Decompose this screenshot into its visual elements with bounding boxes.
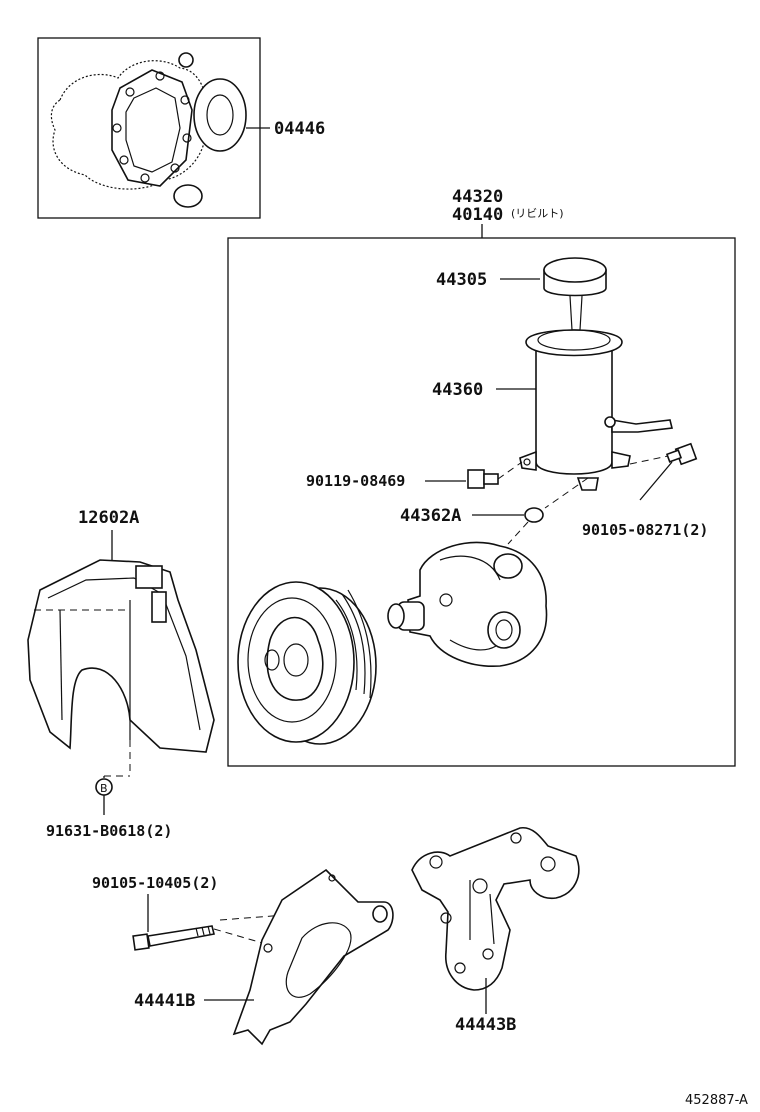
label-o-ring: 44362A [400,506,461,526]
bolt-left [467,469,499,489]
reservoir-outlet-pipe [611,419,673,433]
gasket-plate-inner [125,87,181,173]
small-o-ring [173,184,203,208]
label-gasket-kit: 04446 [274,119,325,139]
label-rebuilt-note: (リビルト) [511,207,564,220]
label-bracket: 44443B [455,1015,516,1035]
gasket-hole [155,71,165,81]
gasket-hole [140,173,150,183]
label-clip: 91631-B0618(2) [46,822,172,840]
gasket-hole [119,155,129,165]
large-o-ring [193,78,247,152]
pump-assy-box [227,237,736,767]
assembly-dash [507,521,529,545]
plate-bracket [232,868,394,1046]
gasket-hole [182,133,192,143]
label-bolt-left: 90119-08469 [306,472,405,490]
gasket-kit-group [37,37,270,219]
label-pump-rebuilt: 40140 [452,205,503,225]
gasket-hole [112,123,122,133]
reservoir-bracket-right [611,451,631,469]
pump-body [387,541,548,667]
long-bolt [132,925,215,951]
leader-line [639,461,673,501]
label-pump-assy: 44320 [452,187,503,207]
reference-number: 452887-A [685,1093,748,1108]
label-reservoir: 44360 [432,380,483,400]
assembly-dash [629,455,669,465]
bolt-right [665,442,698,466]
reservoir-tank [519,329,673,491]
label-plate-bracket: 44441B [134,991,195,1011]
large-o-ring-inner [206,94,234,136]
assembly-dash [544,477,589,509]
pump-bracket [411,826,580,991]
reservoir-bracket-left [519,450,537,471]
label-cover: 12602A [78,508,139,528]
assembly-dash [213,928,267,945]
clip-marker: B [100,782,108,795]
pulley-cover [27,559,215,753]
label-reservoir-cap: 44305 [436,270,487,290]
pump-pulley [237,581,377,745]
gasket-hole [170,163,180,173]
gasket-hole [180,95,190,105]
label-long-bolt: 90105-10405(2) [92,874,218,892]
gasket-hole [125,87,135,97]
o-ring [524,507,544,523]
assembly-dash [497,461,523,480]
label-bolt-right: 90105-08271(2) [582,521,708,539]
gasket-plate [111,69,193,187]
reservoir-cap [543,257,607,331]
small-o-ring [178,52,194,68]
